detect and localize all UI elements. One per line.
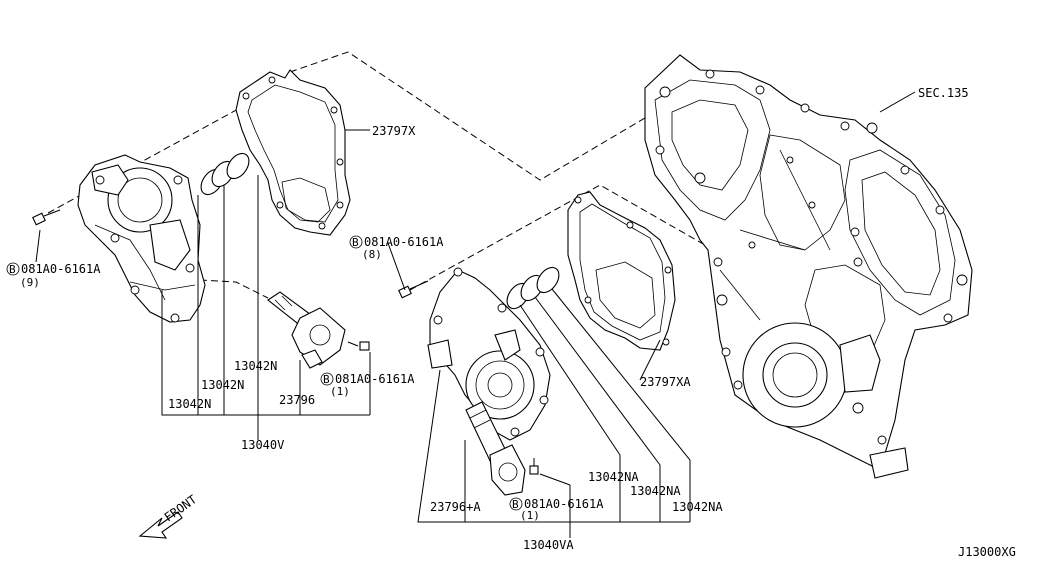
front-arrow: FRONT <box>138 492 199 539</box>
label-bolt-left-qty: (9) <box>20 276 40 289</box>
part-labels: SEC.135 23797X 23797XA B 081A0-6161A (9)… <box>6 86 1016 559</box>
bolt-marker-mid <box>349 235 363 249</box>
label-oring-r3: 13042NA <box>672 500 723 514</box>
bolt-marker-sol-left <box>320 372 334 386</box>
label-assy-right: 13040VA <box>523 538 574 552</box>
leader-lines <box>35 91 916 538</box>
timing-chain-case <box>644 54 973 479</box>
bolt-right-cover <box>398 280 429 299</box>
bolt-solenoid-right <box>529 458 539 475</box>
label-oring-l3: 13042N <box>168 397 211 411</box>
o-rings-left <box>200 152 250 196</box>
label-oring-r2: 13042NA <box>630 484 681 498</box>
label-solenoid-left: 23796 <box>279 393 315 407</box>
bolt-marker-mid-text: B <box>352 236 359 249</box>
label-bolt-mid-qty: (8) <box>362 248 382 261</box>
bolt-left-cover <box>32 209 61 226</box>
label-bolt-left: 081A0-6161A <box>21 262 101 276</box>
solenoid-valve-right <box>465 401 526 496</box>
bolt-marker-left-text: B <box>9 263 16 276</box>
bolt-marker-sol-right <box>509 497 523 511</box>
vtc-cover-left <box>77 154 206 323</box>
label-gasket-left: 23797X <box>372 124 416 138</box>
label-bolt-sol-right: 081A0-6161A <box>524 497 604 511</box>
bolt-marker-sol-right-text: B <box>512 498 519 511</box>
bolt-solenoid-left <box>347 341 370 351</box>
label-bolt-sol-right-qty: (1) <box>520 509 540 522</box>
label-sec135: SEC.135 <box>918 86 969 100</box>
bolt-marker-sol-left-text: B <box>323 373 330 386</box>
o-rings-right <box>506 266 560 310</box>
label-assy-left: 13040V <box>241 438 284 452</box>
drawing-code: J13000XG <box>958 545 1016 559</box>
solenoid-valve-left <box>267 291 346 369</box>
label-solenoid-right: 23796+A <box>430 500 481 514</box>
label-gasket-right: 23797XA <box>640 375 691 389</box>
label-bolt-sol-left-qty: (1) <box>330 385 350 398</box>
label-oring-r1: 13042NA <box>588 470 639 484</box>
bolt-marker-left <box>6 262 20 276</box>
label-bolt-sol-left: 081A0-6161A <box>335 372 415 386</box>
label-oring-l1: 13042N <box>234 359 277 373</box>
gasket-right <box>567 191 676 351</box>
vtc-cover-right <box>427 267 551 441</box>
label-oring-l2: 13042N <box>201 378 244 392</box>
label-bolt-mid: 081A0-6161A <box>364 235 444 249</box>
gasket-left <box>235 69 351 236</box>
